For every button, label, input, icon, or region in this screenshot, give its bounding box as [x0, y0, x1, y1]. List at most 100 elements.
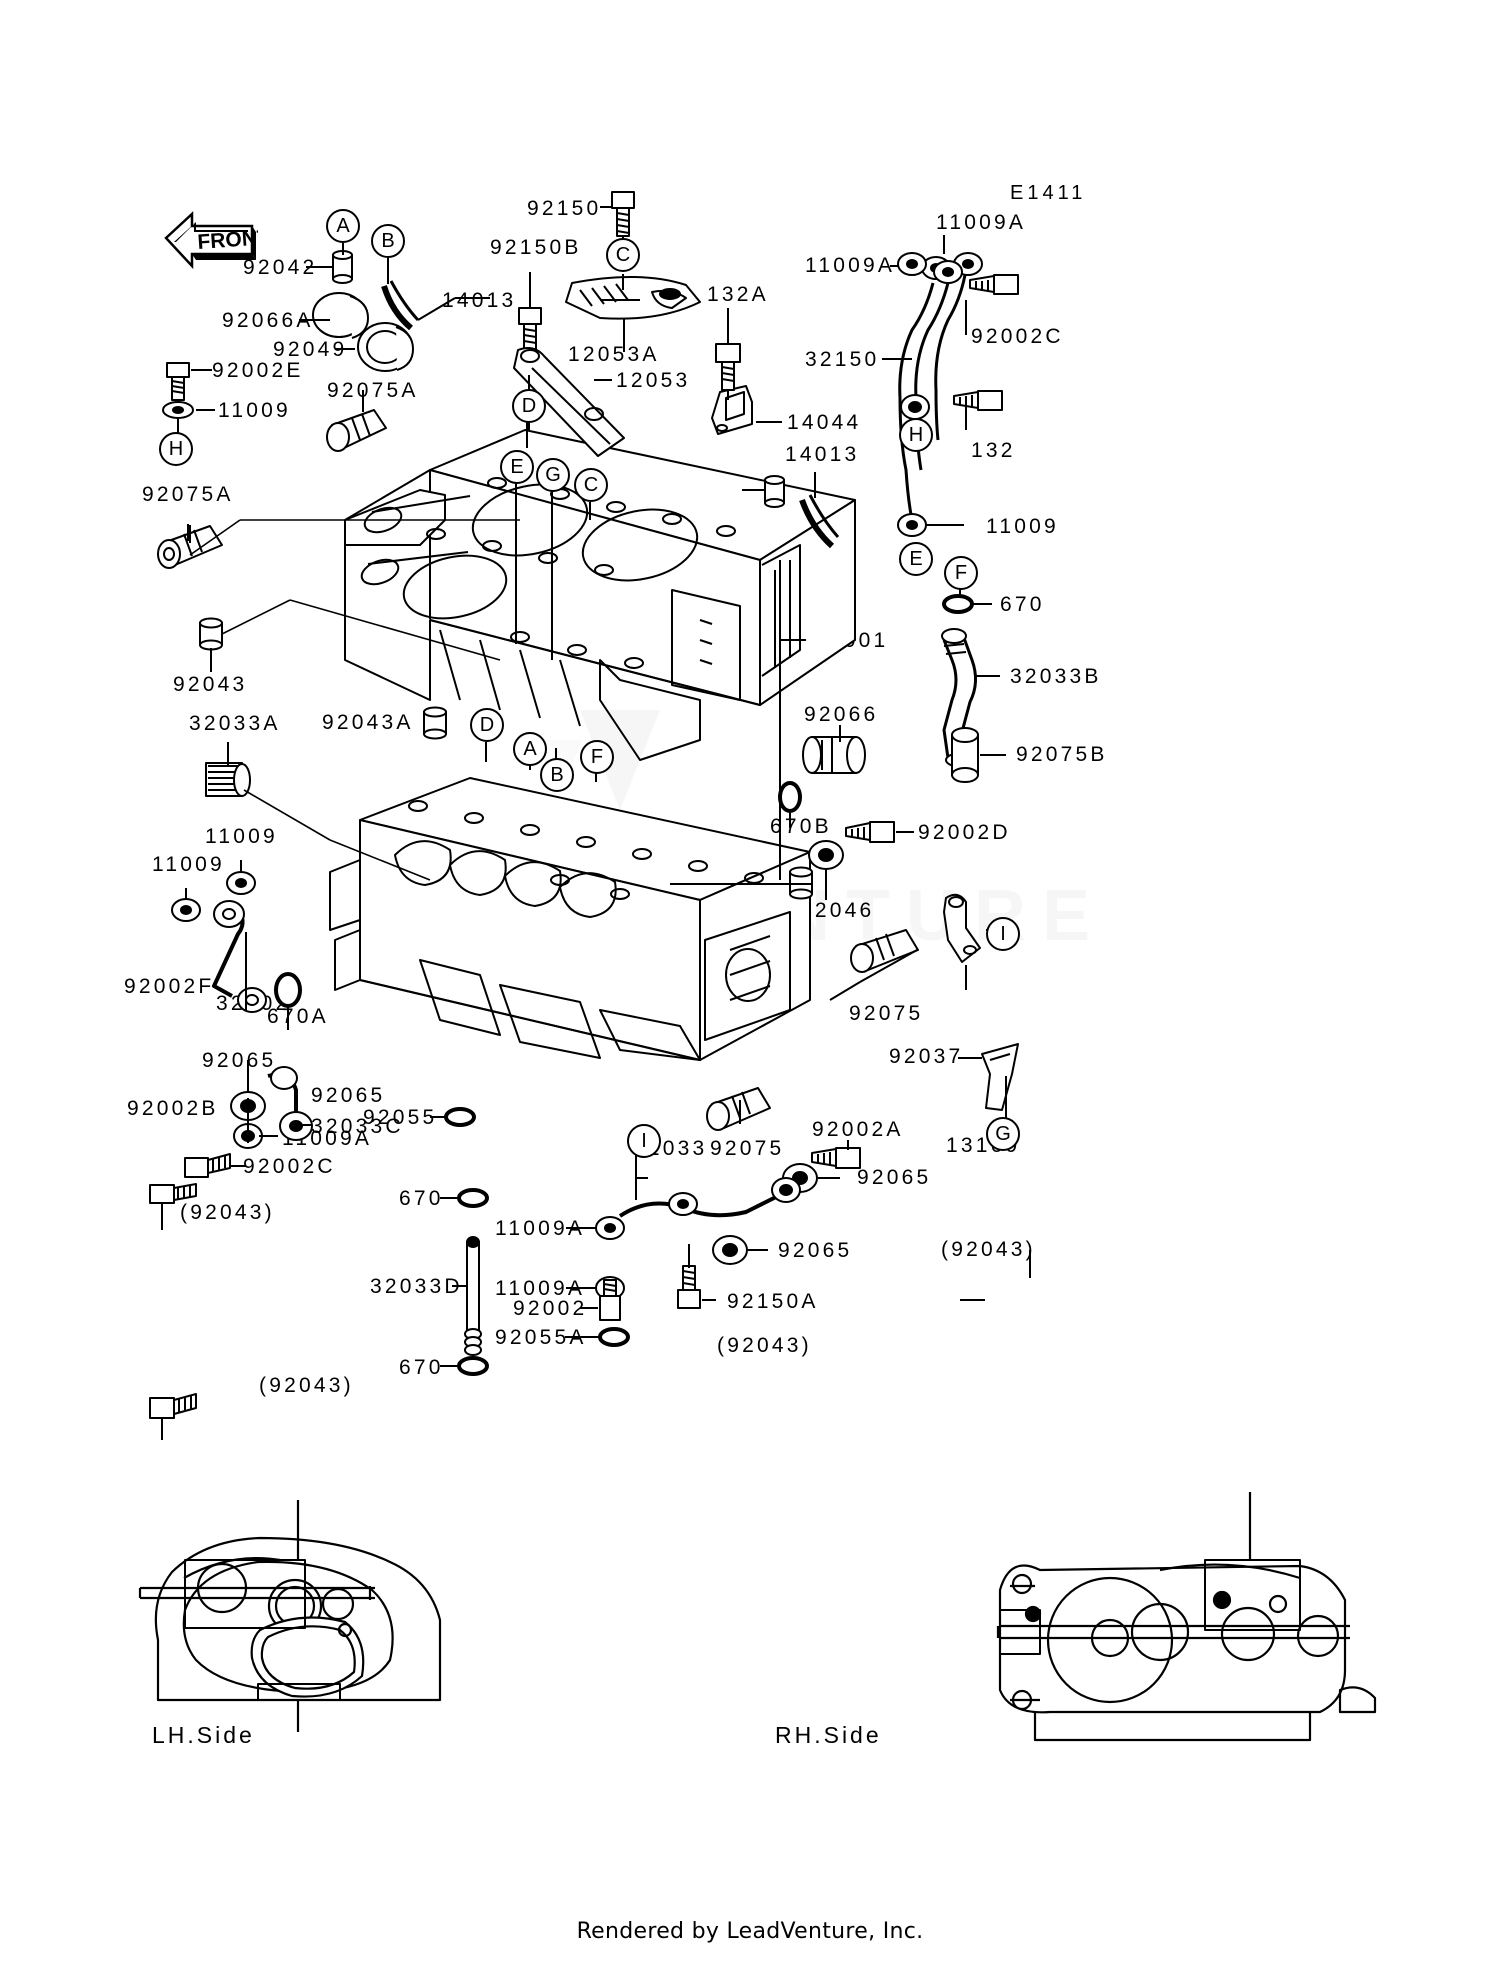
callout-D[interactable]: D [512, 389, 546, 423]
label-92037[interactable]: 92037 [889, 1045, 964, 1068]
label-11009A-right-2[interactable]: 11009A [805, 254, 896, 277]
part-14013-bearing-mid [799, 494, 840, 549]
callout-B[interactable]: B [371, 224, 405, 258]
label-92150B[interactable]: 92150B [490, 236, 582, 259]
part-92043-dowel-left [199, 617, 223, 651]
callout-H[interactable]: H [159, 432, 193, 466]
label-92043-paren-rh1[interactable]: (92043) [941, 1238, 1036, 1261]
label-92066-right[interactable]: 92066 [804, 703, 879, 726]
label-92075A-top[interactable]: 92075A [327, 379, 419, 402]
callout-C2[interactable]: C [574, 468, 608, 502]
label-92002B[interactable]: 92002B [127, 1097, 219, 1120]
label-92043A-center[interactable]: 92043A [322, 711, 414, 734]
label-11009-right[interactable]: 11009 [986, 515, 1059, 538]
label-12053A[interactable]: 12053A [568, 343, 660, 366]
label-11009-left-2[interactable]: 11009 [205, 825, 278, 848]
label-14044[interactable]: 14044 [787, 411, 862, 434]
label-11009-left-1[interactable]: 11009 [218, 399, 291, 422]
label-92066A[interactable]: 92066A [222, 309, 314, 332]
part-32033A-fitting [205, 762, 251, 797]
part-92075-damper-right [850, 929, 919, 973]
callout-F2[interactable]: F [944, 556, 978, 590]
part-92066-plug-right [802, 736, 866, 774]
part-92150-bolt [611, 191, 635, 237]
part-11009A-washer-lowerleft [233, 1123, 263, 1149]
label-32033C[interactable]: 32033C [311, 1115, 404, 1138]
label-92055[interactable]: 92055 [363, 1106, 438, 1129]
label-92043-paren-lh[interactable]: (92043) [259, 1374, 354, 1397]
label-92002D[interactable]: 92002D [918, 821, 1011, 844]
label-92075-bottom[interactable]: 92075 [710, 1137, 785, 1160]
label-92065-left-1[interactable]: 92065 [202, 1049, 277, 1072]
label-92075-right[interactable]: 92075 [849, 1002, 924, 1025]
label-92075A-left[interactable]: 92075A [142, 483, 234, 506]
label-92002F[interactable]: 92002F [124, 975, 215, 998]
label-92043A-right[interactable]: 92043A [680, 871, 772, 894]
label-11009A-c1[interactable]: 11009A [495, 1217, 586, 1240]
label-92065-right-2[interactable]: 92065 [778, 1239, 853, 1262]
callout-I2[interactable]: I [627, 1124, 661, 1158]
callout-I[interactable]: I [986, 917, 1020, 951]
label-670-center-1[interactable]: 670 [399, 1187, 444, 1210]
callout-E2[interactable]: E [899, 542, 933, 576]
callout-A[interactable]: A [326, 209, 360, 243]
label-92042[interactable]: 92042 [243, 256, 318, 279]
callout-C[interactable]: C [606, 238, 640, 272]
leadventure-watermark: LEADVENTURE [330, 700, 1090, 990]
part-92075A-damper-left [157, 525, 223, 569]
label-11009A-c2[interactable]: 11009A [495, 1277, 586, 1300]
callout-E[interactable]: E [500, 450, 534, 484]
callout-H2[interactable]: H [899, 418, 933, 452]
label-670-right[interactable]: 670 [1000, 593, 1045, 616]
label-92043-paren-b[interactable]: (92043) [717, 1334, 812, 1357]
part-92150A-bolt [677, 1265, 701, 1309]
label-670B[interactable]: 670B [770, 815, 832, 838]
part-11009-washer-a [226, 871, 256, 895]
label-92043-left[interactable]: 92043 [173, 673, 248, 696]
part-92002D-bolt [845, 821, 895, 843]
part-92075A-damper-top [326, 409, 387, 452]
callout-F3[interactable]: F [580, 740, 614, 774]
label-92043-paren-left[interactable]: (92043) [180, 1201, 275, 1224]
label-42046[interactable]: 42046 [800, 899, 875, 922]
label-92055A[interactable]: 92055A [495, 1326, 587, 1349]
label-14013-top[interactable]: 14013 [442, 289, 517, 312]
label-14001[interactable]: 14001 [814, 629, 889, 652]
callout-D2[interactable]: D [470, 708, 504, 742]
label-92002E[interactable]: 92002E [212, 359, 304, 382]
label-11009A-left[interactable]: 11009A [282, 1127, 373, 1150]
part-11009A-washer-right [933, 260, 963, 284]
part-14044-bracket [711, 385, 753, 435]
part-670-oring-right [942, 594, 974, 614]
label-670-center-2[interactable]: 670 [399, 1356, 444, 1379]
label-92042-mid[interactable]: 92042 [679, 479, 754, 502]
label-12053[interactable]: 12053 [616, 369, 691, 392]
label-92065-left-2[interactable]: 92065 [311, 1084, 386, 1107]
callout-A2[interactable]: A [513, 732, 547, 766]
label-92075B[interactable]: 92075B [1016, 743, 1108, 766]
label-92150[interactable]: 92150 [527, 197, 602, 220]
label-92002-center[interactable]: 92002 [513, 1297, 588, 1320]
part-670-oring-lower-center [457, 1356, 489, 1376]
callout-G3[interactable]: G [986, 1117, 1020, 1151]
part-92043A-dowel-center [423, 706, 447, 740]
label-132A[interactable]: 132A [707, 283, 769, 306]
label-92002C-left[interactable]: 92002C [243, 1155, 336, 1178]
label-32033B[interactable]: 32033B [1010, 665, 1102, 688]
part-92075B-damper [951, 727, 979, 783]
label-11009A-right-1[interactable]: 11009A [936, 211, 1027, 234]
callout-B2[interactable]: B [540, 758, 574, 792]
label-670A[interactable]: 670A [267, 1005, 329, 1028]
label-11009-left-3[interactable]: 11009 [152, 853, 225, 876]
label-32150[interactable]: 32150 [805, 348, 880, 371]
label-92002A[interactable]: 92002A [812, 1118, 904, 1141]
callout-G[interactable]: G [536, 458, 570, 492]
label-92049[interactable]: 92049 [273, 338, 348, 361]
label-92150A[interactable]: 92150A [727, 1290, 819, 1313]
label-32033A[interactable]: 32033A [189, 712, 281, 735]
label-32033D[interactable]: 32033D [370, 1275, 463, 1298]
label-92002C-right[interactable]: 92002C [971, 325, 1064, 348]
label-132[interactable]: 132 [971, 439, 1016, 462]
label-92065-right-1[interactable]: 92065 [857, 1166, 932, 1189]
label-14013-mid[interactable]: 14013 [785, 443, 860, 466]
